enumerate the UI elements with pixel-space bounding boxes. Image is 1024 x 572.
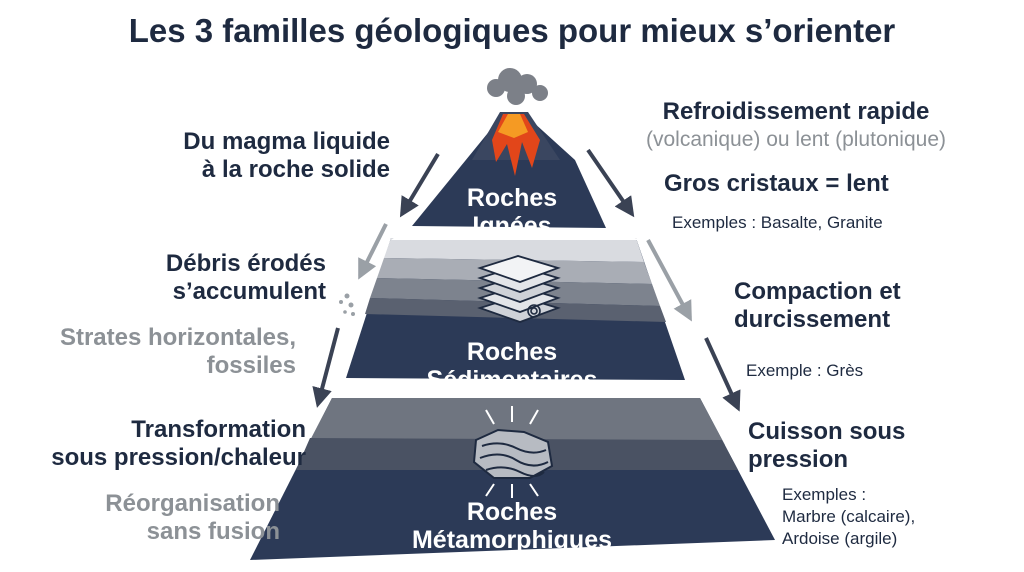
left-transformation-line1: Transformation (131, 416, 306, 443)
right-metamorphic-examples-line3: Ardoise (argile) (782, 529, 898, 548)
igneous-label-line1: Roches (466, 184, 558, 212)
igneous-layer (412, 112, 606, 228)
arrow-ignee-to-debris (358, 223, 388, 280)
arrow-right-cooling (586, 148, 635, 218)
left-debris-line2: s’accumulent (172, 278, 326, 305)
right-cooking-caption: Cuisson sous pression (748, 418, 905, 474)
metamorphic-label-line2: Métamorphiques (411, 526, 613, 554)
left-strata-line1: Strates horizontales, (59, 324, 296, 351)
right-cooling-heading: Refroidissement rapide (662, 98, 930, 125)
fossil-ammonite-icon (527, 304, 541, 318)
left-strata-line2: fossiles (206, 352, 296, 379)
sedimentary-label-line2: Sédimentaires (426, 366, 598, 394)
left-strata-caption: Strates horizontales, fossiles (20, 324, 296, 380)
right-metamorphic-examples-line1: Exemples : (782, 485, 867, 504)
sedimentary-label-line1: Roches (466, 338, 558, 366)
lava-glow (498, 114, 528, 138)
right-compaction-line1: Compaction et (734, 278, 901, 305)
left-transformation-line2: sous pression/chaleur (51, 444, 306, 471)
left-magma-line2: à la roche solide (201, 156, 390, 183)
left-reorganisation-line2: sans fusion (146, 518, 280, 545)
volcano-smoke-icon (487, 68, 548, 105)
igneous-label-line2: Ignées (472, 212, 552, 240)
left-transformation-caption: Transformation sous pression/chaleur (10, 416, 306, 472)
sedimentary-label: Roches Sédimentaires (392, 338, 632, 394)
layer-separator-upper (391, 226, 640, 240)
right-compaction-caption: Compaction et durcissement (734, 278, 901, 334)
sediment-strata-1 (384, 238, 644, 262)
igneous-label: Roches Ignées (432, 184, 592, 240)
right-metamorphic-examples-line2: Marbre (calcaire), (782, 507, 916, 526)
right-metamorphic-examples: Exemples : Marbre (calcaire), Ardoise (a… (782, 484, 915, 550)
left-debris-line1: Débris érodés (165, 250, 326, 277)
left-reorganisation-line1: Réorganisation (105, 490, 280, 517)
arrow-magma-to-ignee (399, 152, 440, 218)
right-crystals-heading: Gros cristaux = lent (664, 170, 889, 197)
right-cooking-line2: pression (748, 446, 849, 473)
left-reorganisation-caption: Réorganisation sans fusion (40, 490, 280, 546)
arrow-right-compaction (646, 239, 692, 322)
right-compaction-line2: durcissement (734, 306, 891, 333)
debris-particles-icon (339, 293, 355, 316)
metamorphic-rock-icon (472, 428, 554, 479)
arrow-sediment-to-metamorphic (312, 327, 340, 408)
left-debris-caption: Débris érodés s’accumulent (100, 250, 326, 306)
pressure-arrows-icon (485, 406, 539, 498)
left-magma-caption: Du magma liquide à la roche solide (120, 128, 390, 184)
metamorphic-band (305, 398, 725, 450)
right-sedimentary-example: Exemple : Grès (746, 361, 864, 380)
right-cooling-detail: (volcanique) ou lent (plutonique) (645, 128, 947, 151)
page-title: Les 3 familles géologiques pour mieux s’… (128, 12, 896, 49)
right-igneous-examples: Exemples : Basalte, Granite (672, 213, 883, 232)
left-magma-line1: Du magma liquide (183, 128, 390, 155)
arrow-right-metamorphism (704, 337, 741, 412)
right-cooking-line1: Cuisson sous (748, 418, 906, 445)
metamorphic-label: Roches Métamorphiques (382, 498, 642, 554)
metamorphic-label-line1: Roches (466, 498, 558, 526)
rock-layers-icon (477, 255, 561, 323)
